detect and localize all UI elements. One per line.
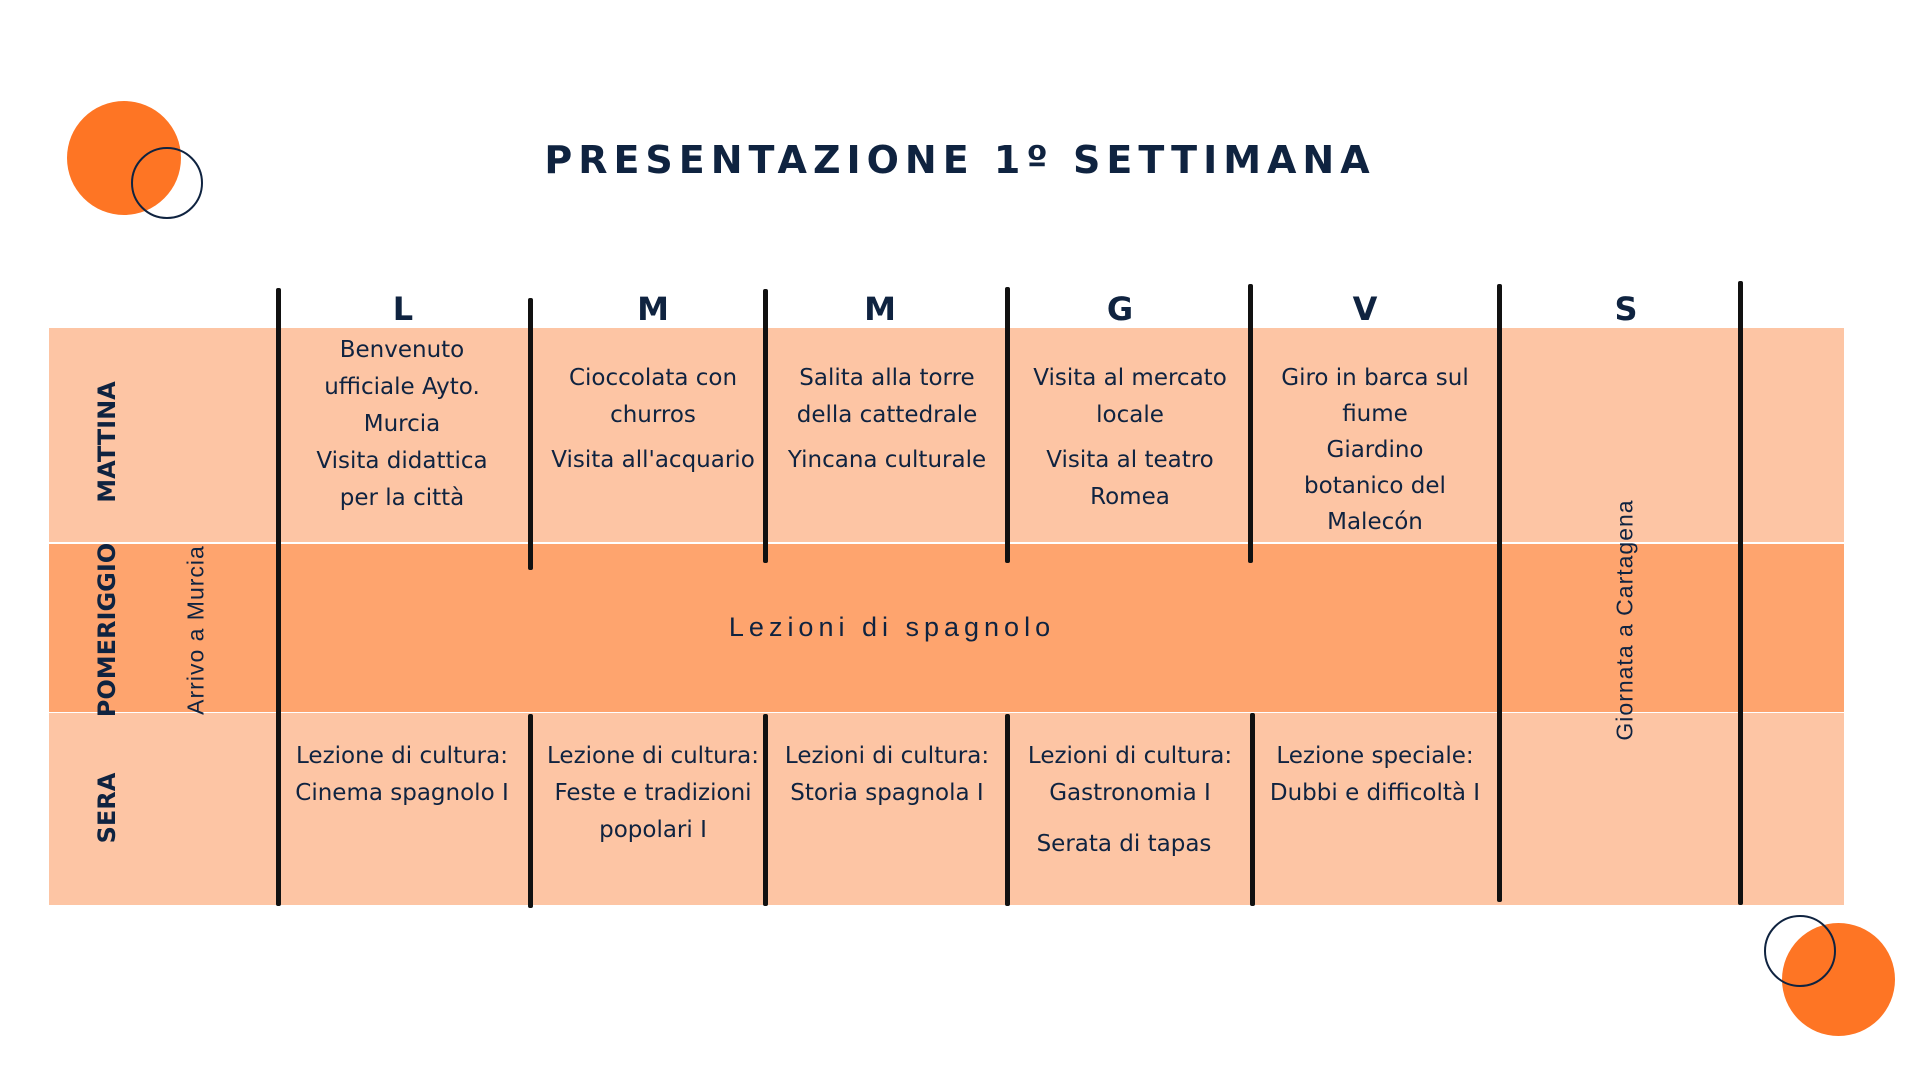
cell-line: Benvenuto bbox=[339, 337, 465, 363]
day-header-venerdi: V bbox=[1352, 290, 1378, 328]
evening-cell-mercoledi: Lezioni di cultura: Storia spagnola I bbox=[770, 738, 1004, 812]
cell-line: churros bbox=[610, 402, 696, 428]
row-label-evening: SERA bbox=[93, 772, 121, 844]
cell-line: Lezioni di cultura: bbox=[784, 743, 990, 769]
decor-ring-bottom-right bbox=[1764, 915, 1836, 987]
cell-line: Lezione di cultura: bbox=[547, 743, 759, 769]
column-divider bbox=[763, 289, 768, 563]
column-divider bbox=[528, 714, 533, 908]
decor-ring-top-left bbox=[131, 147, 203, 219]
cell-line: Visita al mercato bbox=[1033, 365, 1227, 391]
cell-line: Lezione di cultura: bbox=[296, 743, 508, 769]
column-divider bbox=[1738, 281, 1743, 905]
cell-gap bbox=[536, 434, 770, 442]
cell-line: Dubbi e difficoltà I bbox=[1269, 780, 1481, 806]
cell-line: Malecón bbox=[1327, 509, 1423, 535]
morning-cell-giovedi: Visita al mercato locale Visita al teatr… bbox=[1011, 360, 1249, 516]
cell-line: Yincana culturale bbox=[787, 447, 987, 473]
evening-cell-giovedi: Lezioni di cultura: Gastronomia I Serata… bbox=[1011, 738, 1249, 863]
column-divider bbox=[1248, 284, 1253, 563]
cell-line: Storia spagnola I bbox=[790, 780, 984, 806]
evening-cell-lunedi: Lezione di cultura: Cinema spagnolo I bbox=[282, 738, 522, 812]
cell-gap bbox=[1011, 812, 1249, 826]
cell-line: Visita all'acquario bbox=[551, 447, 755, 473]
column-divider bbox=[1497, 284, 1502, 902]
cell-line: locale bbox=[1096, 402, 1164, 428]
saturday-note: Giornata a Cartagena bbox=[1611, 499, 1638, 741]
morning-cell-mercoledi: Salita alla torre della cattedrale Yinca… bbox=[770, 360, 1004, 479]
day-header-lunedi: L bbox=[392, 290, 414, 328]
column-divider bbox=[1005, 714, 1010, 906]
day-header-sabato: S bbox=[1614, 290, 1638, 328]
arrival-note: Arrivo a Murcia bbox=[182, 545, 209, 715]
day-header-giovedi: G bbox=[1106, 290, 1134, 328]
afternoon-lessons: Lezioni di spagnolo bbox=[728, 612, 1056, 642]
cell-line: Giardino bbox=[1326, 437, 1424, 463]
row-label-afternoon: POMERIGGIO bbox=[93, 542, 121, 718]
morning-cell-venerdi: Giro in barca sul fiume Giardino botanic… bbox=[1256, 360, 1494, 540]
band-afternoon bbox=[49, 544, 1844, 712]
column-divider bbox=[1250, 713, 1255, 906]
cell-line: popolari I bbox=[599, 817, 707, 843]
morning-cell-lunedi: Benvenuto ufficiale Ayto. Murcia Visita … bbox=[282, 332, 522, 517]
cell-line: della cattedrale bbox=[796, 402, 978, 428]
cell-line: Serata di tapas bbox=[1036, 831, 1212, 857]
day-header-mercoledi: M bbox=[864, 290, 896, 328]
cell-line: Lezione speciale: bbox=[1276, 743, 1474, 769]
cell-line: Gastronomia I bbox=[1049, 780, 1211, 806]
band-morning bbox=[49, 328, 1844, 542]
row-label-morning: MATTINA bbox=[93, 381, 121, 503]
cell-line: Visita didattica bbox=[316, 448, 488, 474]
evening-cell-venerdi: Lezione speciale: Dubbi e difficoltà I bbox=[1256, 738, 1494, 812]
cell-gap bbox=[1011, 434, 1249, 442]
cell-gap bbox=[770, 434, 1004, 442]
cell-line: botanico del bbox=[1304, 473, 1446, 499]
cell-line: Visita al teatro bbox=[1046, 447, 1214, 473]
cell-line: Salita alla torre bbox=[799, 365, 975, 391]
cell-line: Lezioni di cultura: bbox=[1027, 743, 1233, 769]
cell-line: fiume bbox=[1342, 401, 1408, 427]
page-title: PRESENTAZIONE 1º SETTIMANA bbox=[544, 138, 1376, 182]
cell-line: ufficiale Ayto. bbox=[324, 374, 480, 400]
cell-line: Cinema spagnolo I bbox=[295, 780, 509, 806]
cell-line: per la città bbox=[339, 485, 465, 511]
cell-line: Murcia bbox=[363, 411, 441, 437]
cell-line: Giro in barca sul bbox=[1281, 365, 1469, 391]
day-header-martedi: M bbox=[637, 290, 669, 328]
column-divider bbox=[1005, 287, 1010, 563]
cell-line: Feste e tradizioni bbox=[554, 780, 752, 806]
column-divider bbox=[276, 288, 281, 906]
morning-cell-martedi: Cioccolata con churros Visita all'acquar… bbox=[536, 360, 770, 479]
band-evening bbox=[49, 713, 1844, 905]
column-divider bbox=[763, 714, 768, 906]
cell-line: Cioccolata con bbox=[568, 365, 738, 391]
column-divider bbox=[528, 298, 533, 570]
cell-line: Romea bbox=[1090, 484, 1170, 510]
evening-cell-martedi: Lezione di cultura: Feste e tradizioni p… bbox=[536, 738, 770, 849]
